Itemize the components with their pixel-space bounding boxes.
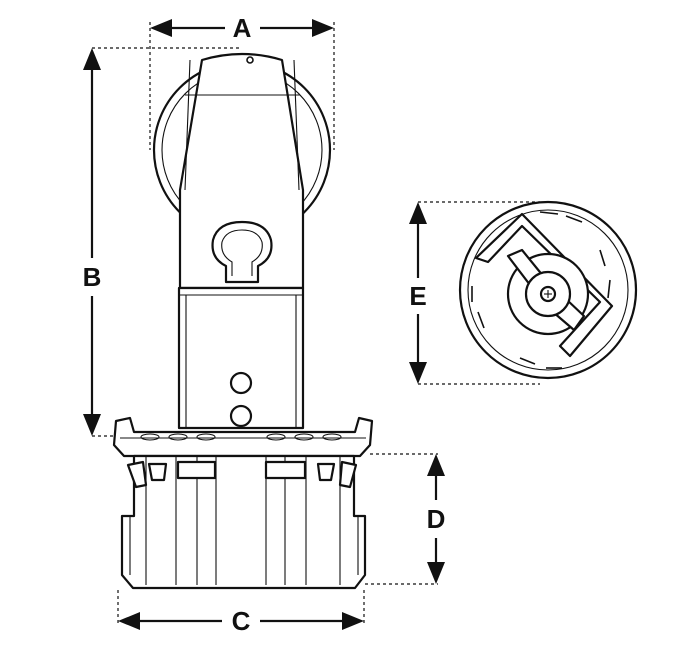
extension-lines xyxy=(92,22,540,625)
dimension-label-a: A xyxy=(233,13,252,43)
dimension-d: D xyxy=(427,454,446,584)
dimension-label-e: E xyxy=(409,281,426,311)
dimension-label-d: D xyxy=(427,504,446,534)
end-view xyxy=(458,200,638,380)
dimension-label-c: C xyxy=(232,606,251,636)
flange xyxy=(112,416,374,458)
dimension-e: E xyxy=(409,202,427,384)
dimension-label-b: B xyxy=(83,262,102,292)
side-view xyxy=(112,52,374,590)
body-tube xyxy=(177,286,305,430)
dimension-c: C xyxy=(118,606,364,636)
base-insert xyxy=(120,454,367,590)
bolt-hole-upper xyxy=(229,371,253,395)
dimension-b: B xyxy=(83,48,102,436)
pin-hole xyxy=(211,220,273,284)
dimension-a: A xyxy=(150,13,334,43)
bolt-hole-lower xyxy=(229,404,253,428)
